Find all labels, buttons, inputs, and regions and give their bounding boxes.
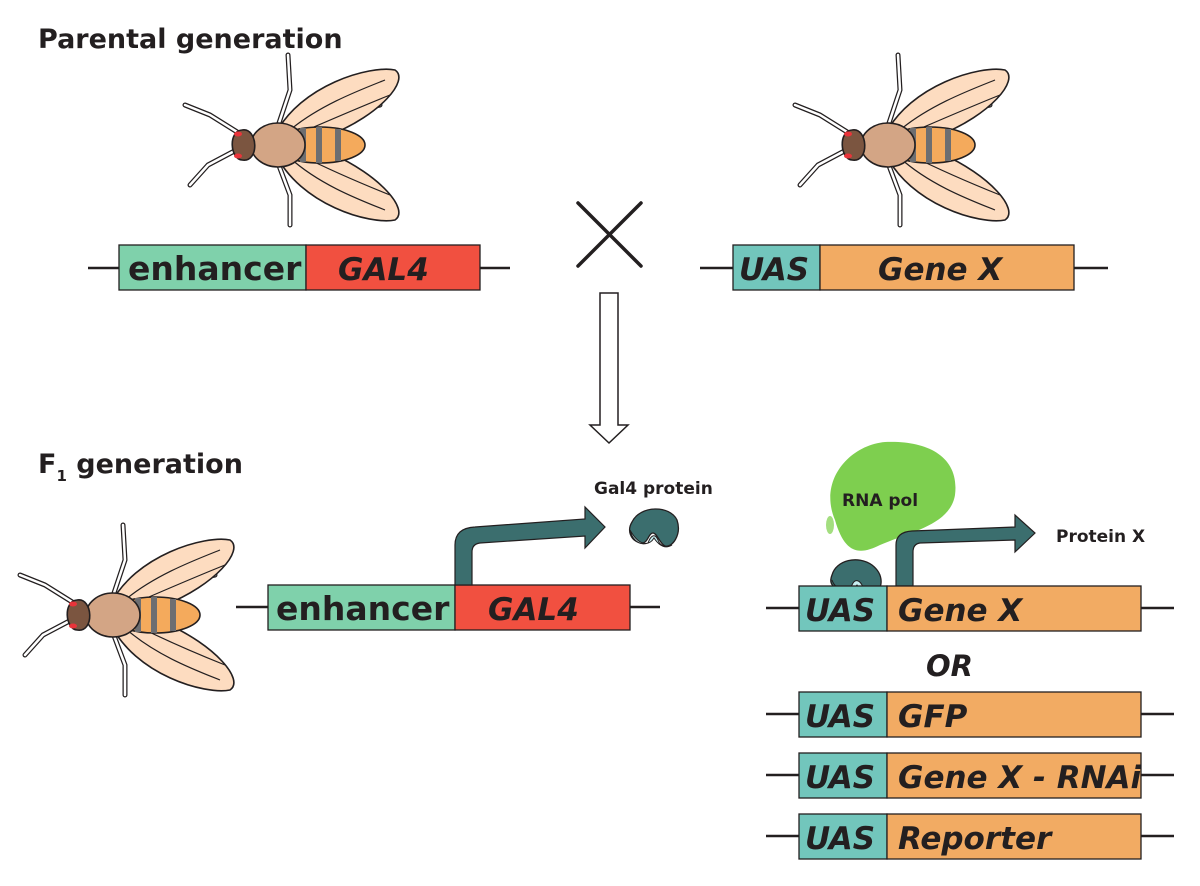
f1-driver-construct: enhancer GAL4 bbox=[236, 584, 660, 631]
uas-label: UAS bbox=[805, 760, 875, 796]
uas-label: UAS bbox=[805, 821, 875, 857]
gal4-protein-label: Gal4 protein bbox=[594, 479, 713, 499]
parental-fly-left bbox=[185, 55, 399, 225]
f1-fly bbox=[20, 525, 234, 695]
gal4-transcription-arrow-icon bbox=[454, 505, 606, 586]
gal4-segment bbox=[305, 244, 481, 291]
enhancer-label: enhancer bbox=[276, 589, 450, 628]
parental-driver-construct: enhancer GAL4 bbox=[88, 244, 510, 291]
uas-segment bbox=[732, 244, 821, 291]
gene-x-segment bbox=[886, 585, 1142, 632]
alt-construct-gfp: UAS GFP bbox=[766, 691, 1174, 738]
gal4-protein-icon bbox=[629, 508, 679, 548]
gal4-label: GAL4 bbox=[338, 252, 429, 288]
gene-x-rnai-label: Gene X - RNAi bbox=[898, 760, 1142, 796]
cross-icon bbox=[576, 201, 643, 268]
rna-pol-label: RNA pol bbox=[842, 491, 918, 511]
enhancer-label: enhancer bbox=[128, 249, 302, 288]
gal4-label: GAL4 bbox=[488, 592, 579, 628]
gal4-segment bbox=[454, 584, 631, 631]
uas-label: UAS bbox=[805, 593, 875, 629]
rna-pol-icon bbox=[830, 441, 956, 551]
or-label: OR bbox=[926, 649, 973, 683]
parental-responder-construct: UAS Gene X bbox=[700, 244, 1108, 291]
uas-label: UAS bbox=[805, 699, 875, 735]
gene-x-segment bbox=[819, 244, 1075, 291]
reporter-label: Reporter bbox=[898, 821, 1053, 857]
down-arrow-icon bbox=[588, 292, 630, 445]
rna-pol-highlight bbox=[826, 516, 834, 534]
parental-generation-title: Parental generation bbox=[38, 24, 343, 55]
gfp-label: GFP bbox=[898, 699, 968, 735]
uas-segment bbox=[798, 585, 888, 632]
gene-x-label: Gene X bbox=[878, 252, 1004, 288]
parental-fly-right bbox=[795, 55, 1009, 225]
uas-label: UAS bbox=[739, 252, 809, 288]
gene-x-transcription-arrow-icon bbox=[895, 513, 1036, 587]
enhancer-segment bbox=[267, 584, 456, 631]
alt-construct-reporter: UAS Reporter bbox=[766, 813, 1174, 860]
f1-responder-construct: UAS Gene X bbox=[766, 585, 1174, 632]
gene-x-label: Gene X bbox=[898, 593, 1024, 629]
f1-generation-title: F1 generation bbox=[38, 449, 243, 485]
protein-x-label: Protein X bbox=[1056, 527, 1145, 547]
alt-construct-rnai: UAS Gene X - RNAi bbox=[766, 752, 1174, 799]
